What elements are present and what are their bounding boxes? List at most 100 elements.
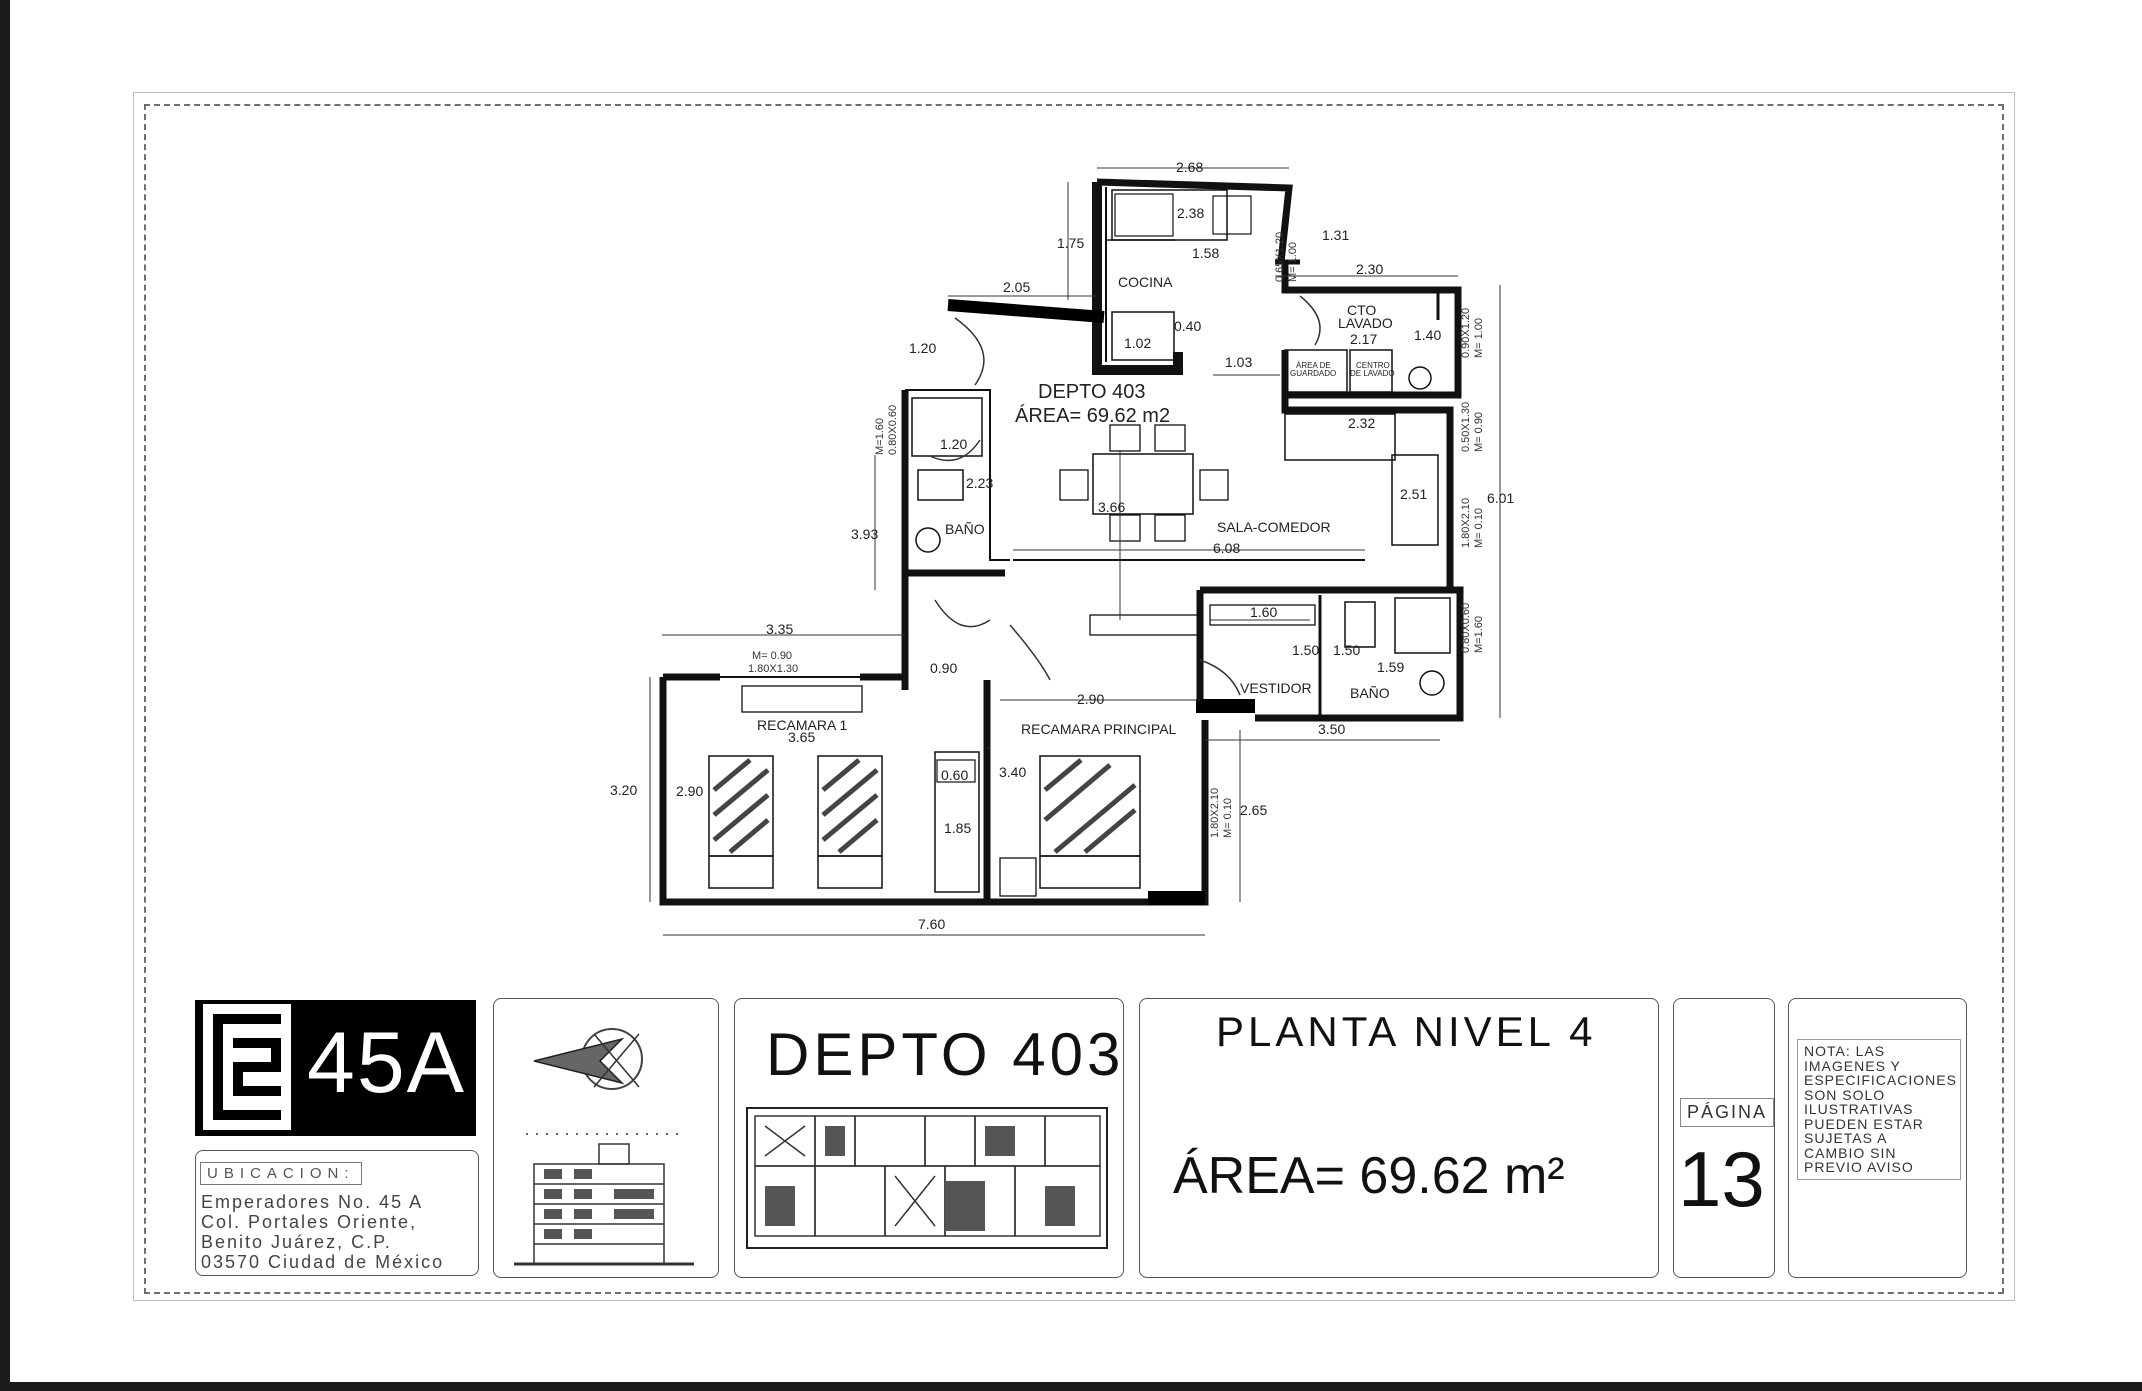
dim-label: 1.75 bbox=[1057, 235, 1084, 251]
area-title: ÁREA= 69.62 m² bbox=[1173, 1147, 1565, 1205]
bath1-wall bbox=[901, 390, 909, 593]
dim-label: 2.90 bbox=[676, 783, 703, 799]
logo-mark-icon bbox=[203, 1004, 291, 1130]
dim-label: 6.01 bbox=[1487, 490, 1514, 506]
dim-label: 3.65 bbox=[788, 729, 815, 745]
logo-text: 45A bbox=[307, 1015, 467, 1111]
dim-label: 1.85 bbox=[944, 820, 971, 836]
svg-text:LAVADO: LAVADO bbox=[1338, 315, 1393, 331]
dim-label: 3.35 bbox=[766, 621, 793, 637]
dim-label: 3.50 bbox=[1318, 721, 1345, 737]
planta-title: PLANTA NIVEL 4 bbox=[1216, 1008, 1597, 1055]
dim-label: 0.60 bbox=[941, 767, 968, 783]
svg-text:M= 1.00: M= 1.00 bbox=[1287, 242, 1299, 282]
dim-label: 0.90 bbox=[930, 660, 957, 676]
dim-label: 1.40 bbox=[1414, 327, 1441, 343]
sheet-border bbox=[133, 92, 2015, 1301]
toilet-icon bbox=[917, 469, 964, 501]
sofa-icon bbox=[1284, 413, 1396, 461]
svg-text:M=1.60: M=1.60 bbox=[874, 418, 886, 455]
dim-label: 3.20 bbox=[610, 782, 637, 798]
bath1-inner bbox=[905, 389, 1010, 561]
svg-text:M= 0.10: M= 0.10 bbox=[1473, 508, 1485, 548]
address-line: Emperadores No. 45 A bbox=[201, 1192, 424, 1212]
bed-principal-pillow bbox=[1039, 855, 1141, 889]
shower1 bbox=[911, 397, 983, 457]
washer-icon bbox=[1408, 366, 1432, 390]
sink-icon bbox=[1212, 195, 1252, 235]
kitchen-counter bbox=[1111, 189, 1228, 241]
dim-label: 2.17 bbox=[1350, 331, 1377, 347]
dim-label: 2.05 bbox=[1003, 279, 1030, 295]
dim-label: 2.65 bbox=[1240, 802, 1267, 818]
shower2 bbox=[1394, 597, 1451, 654]
room-cocina: COCINA bbox=[1118, 274, 1173, 290]
dim-label: 1.03 bbox=[1225, 354, 1252, 370]
kitchen-top-wall bbox=[1096, 178, 1293, 263]
dim-label: 7.60 bbox=[918, 916, 945, 932]
dim-label: 1.20 bbox=[940, 436, 967, 452]
dim-label: 2.30 bbox=[1356, 261, 1383, 277]
dim-label: 1.02 bbox=[1124, 335, 1151, 351]
svg-text:M= 1.00: M= 1.00 bbox=[1473, 318, 1485, 358]
dim-label: 1.50 bbox=[1292, 642, 1319, 658]
pagina-number: 13 bbox=[1678, 1135, 1765, 1223]
toilet2-icon bbox=[1344, 601, 1376, 648]
depto-title: DEPTO 403 bbox=[766, 1021, 1125, 1088]
room-area-guardado: ÁREA DE bbox=[1296, 361, 1331, 370]
dining-table bbox=[1092, 453, 1194, 515]
logo-box: 45A bbox=[195, 1000, 476, 1136]
window-spec: 1.80X2.10 bbox=[1209, 788, 1221, 838]
svg-text:GUARDADO: GUARDADO bbox=[1290, 369, 1336, 378]
dim-label: 2.68 bbox=[1176, 159, 1203, 175]
room-recamara-principal: RECAMARA PRINCIPAL bbox=[1021, 721, 1177, 737]
dim-label: 3.93 bbox=[851, 526, 878, 542]
dim-label: 2.38 bbox=[1177, 205, 1204, 221]
address-title: UBICACION: bbox=[200, 1162, 362, 1185]
dim-label: 1.31 bbox=[1322, 227, 1349, 243]
sala-right-wall bbox=[1281, 395, 1454, 590]
sheet-dashed-border bbox=[144, 104, 2004, 1294]
dim-label: 3.40 bbox=[999, 764, 1026, 780]
dim-label: 0.40 bbox=[1174, 318, 1201, 334]
dim-label: 1.50 bbox=[1333, 642, 1360, 658]
window-spec: 0.80X0.60 bbox=[1460, 603, 1472, 653]
unit-title: DEPTO 403 bbox=[1038, 381, 1145, 403]
window-spec: M= 0.90 bbox=[752, 650, 792, 662]
window-spec: 0.80X0.60 bbox=[887, 405, 899, 455]
address-line: Benito Juárez, C.P. bbox=[201, 1232, 392, 1252]
dim-label: 1.60 bbox=[1250, 604, 1277, 620]
door-arc bbox=[954, 317, 985, 386]
bath2-wall bbox=[1200, 586, 1464, 722]
storage-area bbox=[1284, 349, 1348, 393]
room-centro-lavado: CENTRO bbox=[1356, 361, 1390, 370]
recamara1-wall bbox=[659, 677, 987, 906]
svg-text:M= 0.10: M= 0.10 bbox=[1222, 798, 1234, 838]
north-elevation-panel bbox=[493, 998, 719, 1278]
nota-box: NOTA: LAS IMAGENES Y ESPECIFICACIONES SO… bbox=[1797, 1039, 1961, 1180]
building-elevation-icon bbox=[514, 1133, 694, 1266]
thick-wall bbox=[947, 299, 1105, 323]
recamara1-desk bbox=[741, 685, 863, 713]
room-vestidor: VESTIDOR bbox=[1240, 680, 1312, 696]
dim-label: 2.23 bbox=[966, 475, 993, 491]
sofa-side-icon bbox=[1391, 454, 1439, 546]
dim-label: 1.20 bbox=[909, 340, 936, 356]
room-cto-lavado: CTO bbox=[1347, 302, 1376, 318]
dim-label: 2.90 bbox=[1077, 691, 1104, 707]
recamara-principal-wall bbox=[983, 680, 1209, 906]
north-arrow-icon bbox=[533, 1028, 643, 1090]
kitchen-counter-low bbox=[1111, 311, 1175, 361]
svg-text:M=1.60: M=1.60 bbox=[1473, 616, 1485, 653]
bath2-sink-icon bbox=[1419, 670, 1445, 696]
planta-panel bbox=[1139, 998, 1659, 1278]
pagina-panel bbox=[1673, 998, 1775, 1278]
dim-label: 6.08 bbox=[1213, 540, 1240, 556]
washer-center bbox=[1349, 349, 1393, 393]
stove-icon bbox=[1114, 193, 1174, 237]
vestidor-closet bbox=[1209, 604, 1316, 626]
window-spec: 0.50X1.30 bbox=[1460, 402, 1472, 452]
room-bano-1: BAÑO bbox=[945, 521, 985, 537]
svg-text:1.80X1.30: 1.80X1.30 bbox=[748, 663, 798, 675]
